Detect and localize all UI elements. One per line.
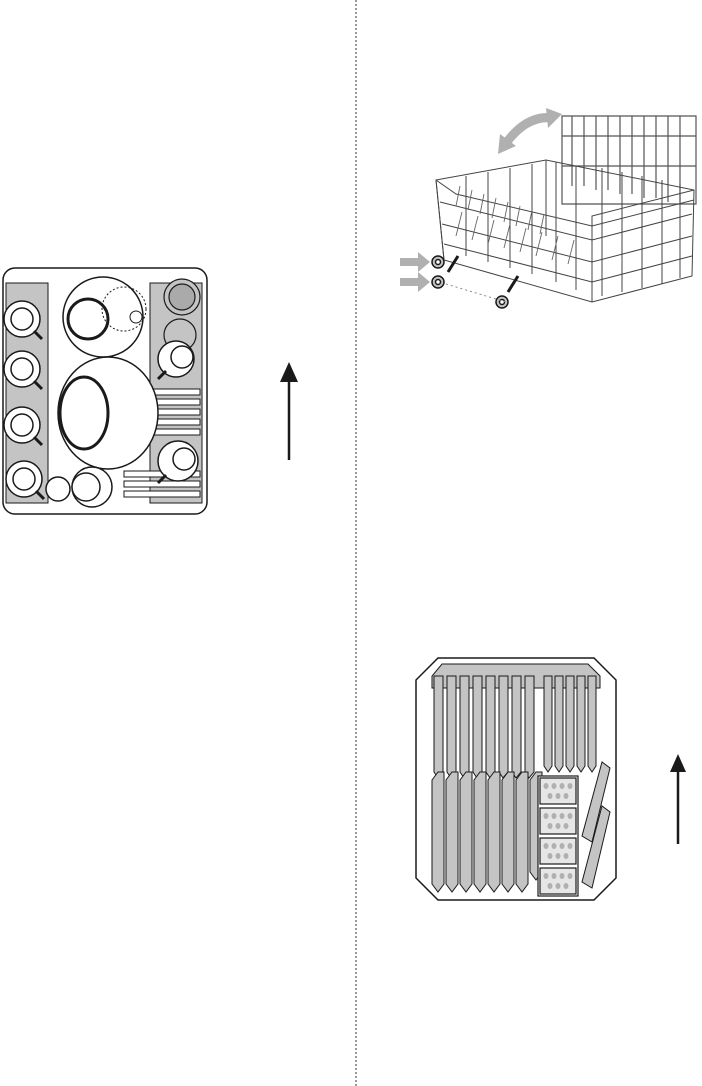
lower-basket-loading-figure [414,656,618,904]
page-divider [355,0,357,1086]
loading-direction-arrow-lower [668,752,688,848]
lower-basket-plates-cutlery-icon [414,656,618,904]
loading-direction-arrow-upper [278,360,300,464]
arrow-up-icon [668,752,688,848]
upper-basket-loading-figure [0,265,212,517]
arrow-up-icon [278,360,300,464]
wire-rack-adjust-icon [396,106,702,316]
upper-basket-height-adjust-figure [396,106,702,316]
upper-basket-cups-plates-icon [0,265,212,517]
